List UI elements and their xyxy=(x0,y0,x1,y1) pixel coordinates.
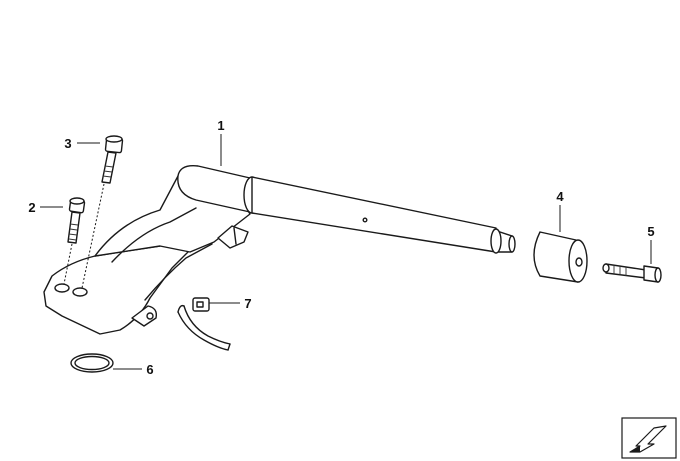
arrow-navigation-icon[interactable] xyxy=(621,417,677,459)
callout-4: 4 xyxy=(556,189,564,204)
screw-hole-right xyxy=(72,287,88,297)
callout-3: 3 xyxy=(64,136,71,151)
callout-6: 6 xyxy=(146,362,153,377)
callout-2: 2 xyxy=(28,200,35,215)
bar-end-weight-icon xyxy=(533,231,588,283)
handlebar-tube xyxy=(251,176,497,253)
cable-clip-icon xyxy=(177,297,231,351)
callout-1: 1 xyxy=(217,118,224,133)
o-ring-icon xyxy=(70,353,114,373)
short-socket-screw-icon xyxy=(67,197,86,244)
callout-7: 7 xyxy=(244,296,251,311)
screw-hole-left xyxy=(54,283,70,293)
callout-5: 5 xyxy=(647,224,654,239)
clamp-base-plate xyxy=(43,237,189,335)
handlebar-assembly xyxy=(43,165,516,335)
end-screw-icon xyxy=(602,263,662,283)
long-socket-screw-icon xyxy=(101,135,124,184)
clip-lug xyxy=(217,225,249,249)
mounting-tab xyxy=(131,305,158,327)
clip-connector xyxy=(192,297,210,312)
